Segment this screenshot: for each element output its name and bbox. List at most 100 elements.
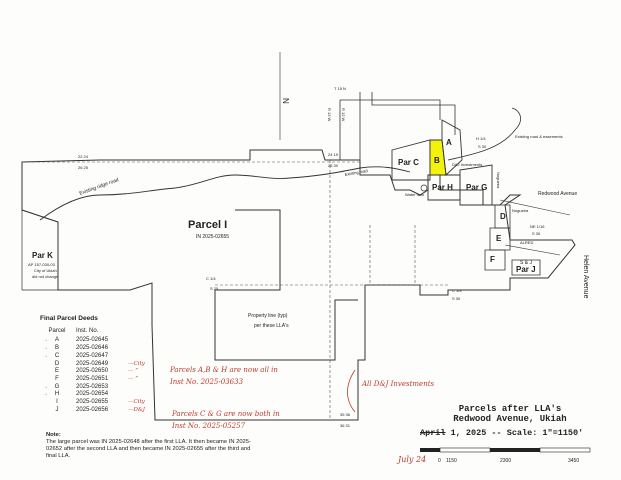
deed-marker: →: [43, 352, 48, 359]
handwritten-date: July 24: [396, 455, 426, 464]
deed-row: I 2025-02655 —City: [40, 399, 190, 407]
scale-bar-label: 1150: [446, 458, 457, 464]
parcel-f-label: F: [490, 255, 495, 264]
scale-bar-label: 0: [438, 458, 441, 464]
survey-mark: 26 25: [78, 165, 89, 170]
handwritten-note-abh-inst: Inst No. 2025-03633: [169, 378, 244, 386]
deed-row: → H 2025-02654: [40, 391, 190, 399]
survey-mark: 36 31: [340, 423, 351, 428]
note-label: Note:: [46, 432, 61, 438]
parcel-g-label: Par G: [466, 183, 487, 192]
scale-bar-segment: [539, 447, 591, 453]
survey-mark: R 12 W: [341, 108, 346, 122]
parcel-b-label: B: [434, 156, 440, 165]
parcel-k-note: AP 157-030-03: [28, 262, 56, 267]
existing-road-label: Existing road: [344, 168, 368, 177]
scale-bar-label: 2300: [500, 458, 511, 464]
deed-handnote: —City: [128, 399, 145, 406]
survey-mark: 22 24: [78, 154, 89, 159]
deed-inst: 2025-02645: [76, 337, 109, 344]
property-line-label: Property line (typ): [248, 313, 288, 319]
parcel-i-label: Parcel I: [188, 219, 227, 231]
survey-mark: S 30: [478, 144, 487, 149]
alred-label: ALRED: [520, 240, 533, 245]
deed-handnote: —City: [128, 360, 145, 367]
survey-mark: NE 1/16: [530, 224, 545, 229]
survey-mark: C 1/4: [452, 288, 462, 293]
parcel-k-note: City of Ukiah: [34, 268, 57, 273]
helen-avenue-label: Helen Avenue: [582, 255, 589, 299]
deed-marker: →: [43, 391, 48, 398]
section-corner-line: [339, 99, 441, 160]
nogueira-label: Nogueira: [512, 208, 529, 213]
parcel-k-label: Par K: [32, 251, 53, 260]
ridge-road-line: [39, 166, 411, 221]
ridge-road-label: Existing ridge road: [79, 177, 120, 197]
deeds-title: Final Parcel Deeds: [40, 315, 98, 322]
parcel-i-inst: IN 2025-02655: [196, 234, 229, 240]
parcel-k-boundary: [21, 209, 59, 291]
parcel-c-boundary: [391, 139, 431, 181]
parcel-f-boundary: [484, 249, 506, 271]
handwritten-note-cg-inst: Inst No. 2025-05257: [171, 422, 246, 430]
scale-bar-segment: [420, 448, 440, 452]
map-title: Parcels after LLA's: [458, 404, 562, 414]
survey-mark: C 1/4: [206, 276, 216, 281]
survey-mark: S 30: [532, 231, 541, 236]
deed-marker: →: [43, 345, 48, 352]
survey-mark: S 30: [452, 296, 461, 301]
nogueira-label: Nogueira: [496, 172, 501, 189]
deed-parcel: I: [56, 399, 58, 406]
road-easement-line: [447, 107, 521, 161]
parcel-j-label: Par J: [516, 265, 536, 274]
deed-inst: 2025-02654: [76, 391, 109, 398]
deed-inst: 2025-02651: [76, 375, 109, 382]
survey-mark: R 13 W: [327, 108, 332, 122]
survey-mark: 24 19: [328, 152, 339, 157]
deed-inst: 2025-02653: [76, 383, 109, 390]
handwritten-note-abh: Parcels A,B & H are now all in: [169, 366, 278, 374]
survey-mark: H 1/4: [476, 136, 486, 141]
deed-inst: 2025-02656: [76, 406, 109, 413]
deed-parcel: H: [54, 391, 60, 398]
deed-parcel: E: [54, 368, 59, 375]
deed-parcel: G: [54, 383, 60, 390]
per-llas-label: per these LLA's: [254, 323, 289, 329]
handwritten-note-cg: Parcels C & G are now both in: [171, 410, 280, 418]
parcel-d-label: D: [500, 212, 506, 221]
deeds-header-inst: Inst. No.: [76, 327, 99, 334]
parcel-e-boundary: [489, 227, 511, 251]
deed-inst: 2025-02647: [76, 352, 109, 359]
deed-marker: →: [43, 337, 48, 344]
deed-row: → B 2025-02646: [40, 345, 190, 353]
handwritten-bracket: [347, 369, 356, 413]
deed-inst: 2025-02646: [76, 345, 109, 352]
parcel-k-note: did not change: [32, 274, 59, 279]
deeds-header: Parcel Inst. No.: [40, 328, 190, 336]
scale-bar-label: 3450: [568, 458, 579, 464]
parcel-c-label: Par C: [398, 158, 419, 167]
survey-mark: 25 30: [328, 163, 339, 168]
deed-inst: 2025-02650: [76, 368, 109, 375]
note-text: The large parcel was IN 2025-02648 after…: [46, 439, 251, 459]
redwood-ave-line: [499, 199, 571, 256]
parcel-g-boundary: [459, 164, 493, 206]
map-date-scale: April 1, 2025 -- Scale: 1"=1150': [420, 428, 600, 438]
parcel-a-boundary: [441, 119, 463, 176]
deed-parcel: C: [54, 352, 60, 359]
deed-inst: 2025-02655: [76, 399, 109, 406]
deed-parcel: B: [54, 345, 59, 352]
sj-label: S & J: [520, 260, 532, 266]
survey-mark: S 25: [210, 286, 219, 291]
parcel-i-notch: [214, 209, 358, 361]
deed-parcel: D: [54, 360, 60, 367]
scale-bar-segment: [439, 447, 491, 453]
